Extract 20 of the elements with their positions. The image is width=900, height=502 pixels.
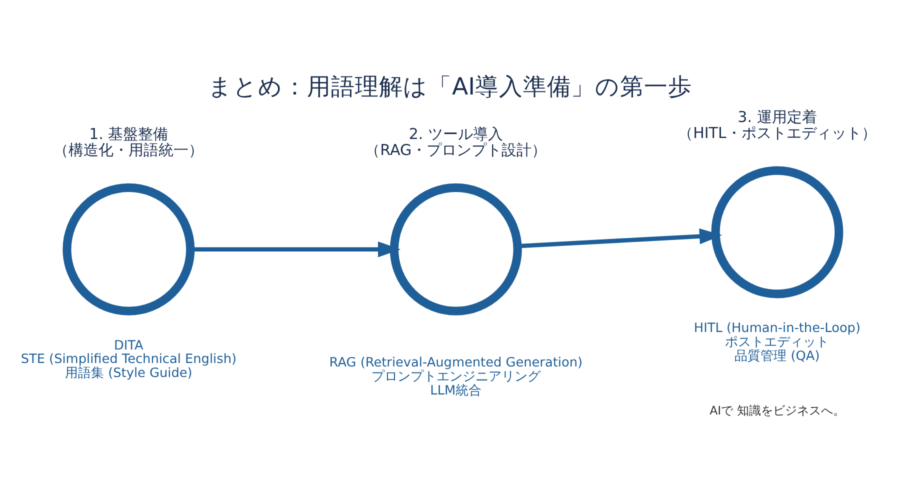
node-label: ポストエディット (725, 335, 830, 350)
node-label: 2. ツール導入 (408, 125, 503, 144)
node-label: （RAG・プロンプト設計） (365, 141, 547, 160)
node-label: DITA (114, 338, 144, 354)
node-label: STE (Simplified Technical English) (20, 352, 237, 368)
label: AIで 知識をビジネスへ。 (710, 403, 845, 418)
node-label: 品質管理 (QA) (734, 349, 820, 364)
diagram-title: まとめ：用語理解は「AI導入準備」の第一歩 (208, 72, 692, 100)
node-label: 3. 運用定着 (738, 108, 817, 126)
node-label: （構造化・用語統一） (54, 141, 204, 160)
node-label: HITL (Human-in-the-Loop) (694, 321, 861, 336)
node-circle (711, 166, 844, 298)
node-label: RAG (Retrieval-Augmented Generation) (329, 355, 583, 370)
node-label: 用語集 (Style Guide) (65, 366, 192, 382)
node-label: LLM統合 (430, 383, 482, 398)
node-circle (62, 183, 195, 316)
node-circle (390, 183, 522, 316)
node-label: （HITL・ポストエディット） (678, 124, 876, 142)
node-label: 1. 基盤整備 (89, 125, 168, 144)
node-label: プロンプトエンジニアリング (371, 369, 540, 384)
